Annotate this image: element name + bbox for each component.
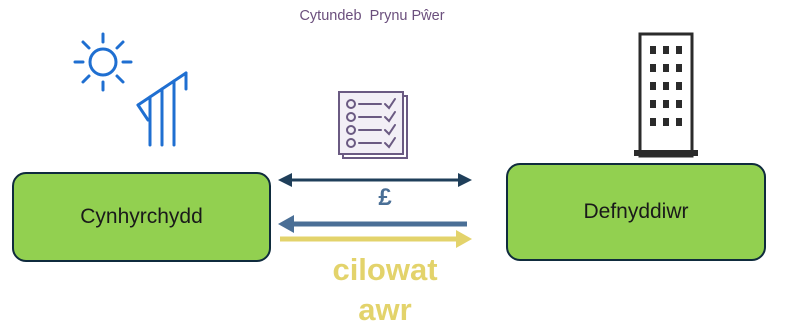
checklist-document-icon bbox=[338, 91, 408, 159]
agreement-arrow bbox=[278, 173, 472, 187]
energy-arrow bbox=[280, 230, 472, 248]
payment-arrow bbox=[278, 215, 467, 233]
consumer-box: Defnyddiwr bbox=[506, 163, 766, 261]
energy-unit-line1: cilowat bbox=[332, 252, 438, 287]
producer-box: Cynhyrchydd bbox=[12, 172, 271, 262]
diagram-title: Cytundeb Prynu Pŵer bbox=[299, 8, 445, 24]
office-building-icon bbox=[634, 32, 698, 158]
payment-symbol: £ bbox=[378, 184, 392, 211]
solar-panel-icon bbox=[136, 71, 188, 147]
energy-unit-label: cilowat awr bbox=[300, 250, 470, 330]
consumer-label: Defnyddiwr bbox=[583, 200, 689, 223]
energy-unit-line2: awr bbox=[358, 292, 412, 327]
producer-label: Cynhyrchydd bbox=[80, 205, 203, 228]
flow-arrows bbox=[278, 173, 472, 248]
sun-icon bbox=[73, 32, 133, 92]
